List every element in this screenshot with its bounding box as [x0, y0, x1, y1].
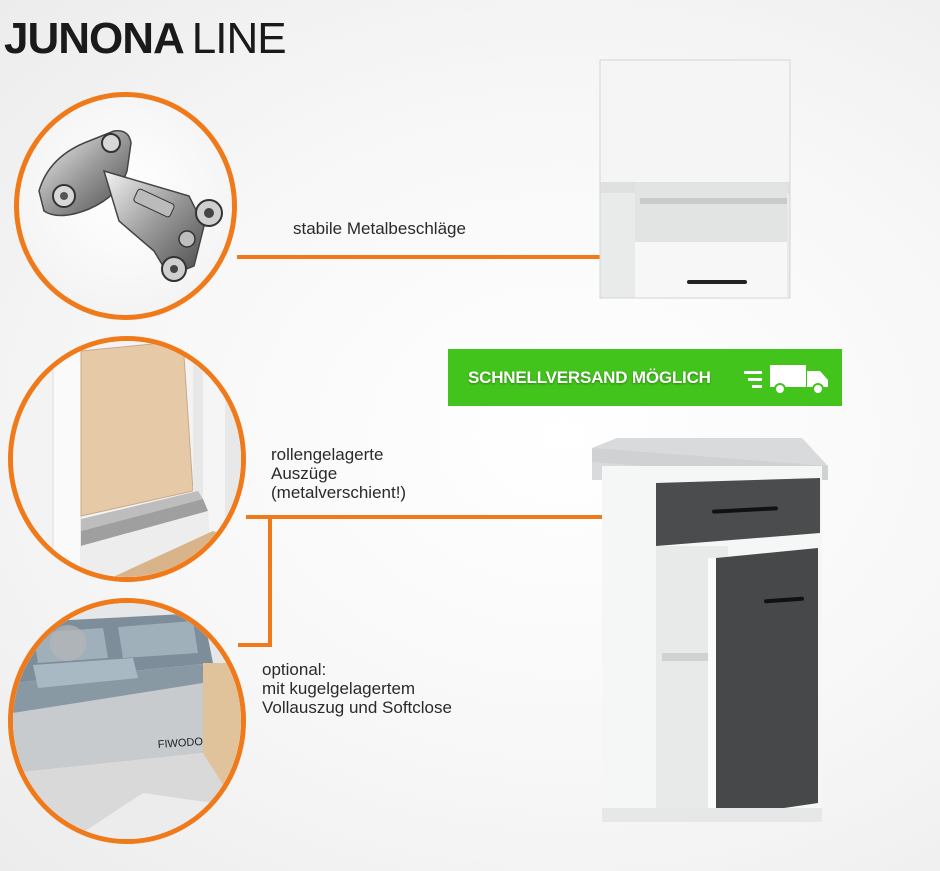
hinge-photo [14, 92, 237, 320]
cutlery-drawer-photo: FIWODO [8, 598, 246, 844]
badge-text: SCHNELLVERSAND MÖGLICH [468, 367, 711, 387]
feature-label-line: mit kugelgelagertem [262, 679, 416, 698]
wall-cabinet-illustration [599, 59, 791, 299]
drawer-rail-icon [13, 341, 241, 577]
connector-line-3 [238, 643, 272, 647]
brand-light: LINE [191, 14, 287, 63]
feature-label-line: Auszüge [271, 464, 338, 483]
drawer-rail-photo [8, 336, 246, 582]
feature-label-softclose: optional: mit kugelgelagertem Vollauszug… [262, 660, 452, 717]
feature-label-line: Vollauszug und Softclose [262, 698, 452, 717]
base-cabinet-illustration [592, 438, 828, 822]
truck-icon [744, 365, 828, 395]
feature-label-line: stabile Metalbeschläge [293, 219, 466, 238]
drawer-brand-text: FIWODO [157, 736, 203, 751]
feature-label-line: (metalverschient!) [271, 483, 407, 502]
cutlery-drawer-icon: FIWODO [13, 603, 241, 839]
brand-bold: JUNONA [4, 14, 185, 63]
connector-line-3-vertical [268, 515, 272, 647]
feature-label-line: optional: [262, 660, 327, 679]
feature-label-rails: rollengelagerte Auszüge (metalverschient… [271, 445, 406, 502]
connector-line-1 [237, 255, 637, 259]
feature-label-hinges: stabile Metalbeschläge [293, 219, 466, 238]
connector-line-2 [246, 515, 682, 519]
feature-label-line: rollengelagerte [271, 445, 384, 464]
drawer-handle [687, 280, 747, 284]
fast-shipping-badge: SCHNELLVERSAND MÖGLICH [448, 349, 842, 406]
hinge-icon [38, 130, 223, 282]
